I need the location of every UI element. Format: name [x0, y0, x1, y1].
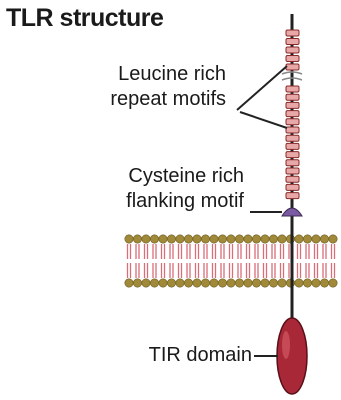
repeat-motif: [286, 152, 299, 158]
lipid-head: [142, 235, 150, 243]
tir-highlight: [282, 331, 290, 359]
cysteine-flanking-motif: [282, 208, 302, 216]
lrr-leader-upper: [237, 66, 287, 110]
lipid-bilayer: [125, 235, 337, 287]
repeat-motif: [286, 56, 299, 62]
lipid-head: [235, 235, 243, 243]
lipid-head: [150, 235, 158, 243]
lipid-head: [329, 279, 337, 287]
lipid-head: [252, 279, 260, 287]
lipid-head: [193, 279, 201, 287]
repeat-motif: [286, 102, 299, 108]
repeat-motif: [286, 111, 299, 117]
lipid-head: [329, 235, 337, 243]
lipid-head: [227, 279, 235, 287]
lipid-head: [176, 279, 184, 287]
lipid-head: [312, 279, 320, 287]
repeat-motif: [286, 127, 299, 133]
lipid-head: [312, 235, 320, 243]
repeat-motif: [286, 176, 299, 182]
leader-lines: [237, 66, 287, 356]
lipid-head: [261, 279, 269, 287]
lipid-head: [227, 235, 235, 243]
lipid-head: [125, 279, 133, 287]
lipid-head: [210, 279, 218, 287]
lipid-head: [184, 279, 192, 287]
lipid-head: [320, 279, 328, 287]
repeat-motif: [286, 39, 299, 45]
lipid-head: [320, 235, 328, 243]
leucine-rich-repeats: [282, 30, 302, 199]
lipid-head: [184, 235, 192, 243]
lipid-head: [210, 235, 218, 243]
lipid-head: [176, 235, 184, 243]
lipid-head: [244, 235, 252, 243]
lipid-head: [269, 235, 277, 243]
lipid-head: [167, 235, 175, 243]
repeat-motif: [286, 119, 299, 125]
lipid-head: [218, 279, 226, 287]
lipid-head: [261, 235, 269, 243]
repeat-motif: [286, 86, 299, 92]
lipid-head: [167, 279, 175, 287]
lipid-head: [303, 235, 311, 243]
lipid-head: [218, 235, 226, 243]
repeat-motif: [286, 184, 299, 190]
lipid-head: [159, 279, 167, 287]
lipid-head: [278, 235, 286, 243]
lipid-head: [150, 279, 158, 287]
repeat-motif: [286, 47, 299, 53]
lipid-head: [201, 235, 209, 243]
lipid-head: [235, 279, 243, 287]
lipid-head: [201, 279, 209, 287]
lipid-head: [193, 235, 201, 243]
lipid-head: [244, 279, 252, 287]
repeat-motif: [286, 94, 299, 100]
lipid-head: [303, 279, 311, 287]
lipid-head: [269, 279, 277, 287]
lipid-head: [133, 235, 141, 243]
repeat-motif: [286, 64, 299, 70]
repeat-motif: [286, 135, 299, 141]
lipid-head: [159, 235, 167, 243]
lipid-head: [142, 279, 150, 287]
repeat-motif: [286, 168, 299, 174]
lipid-head: [295, 235, 303, 243]
lrr-leader-lower: [240, 112, 287, 128]
lipid-head: [252, 235, 260, 243]
lipid-head: [133, 279, 141, 287]
lipid-head: [125, 235, 133, 243]
repeat-motif: [286, 30, 299, 36]
repeat-motif: [286, 143, 299, 149]
lipid-head: [278, 279, 286, 287]
tir-domain-ellipse: [277, 318, 307, 394]
repeat-motif: [286, 160, 299, 166]
lipid-head: [295, 279, 303, 287]
repeat-motif: [286, 193, 299, 199]
